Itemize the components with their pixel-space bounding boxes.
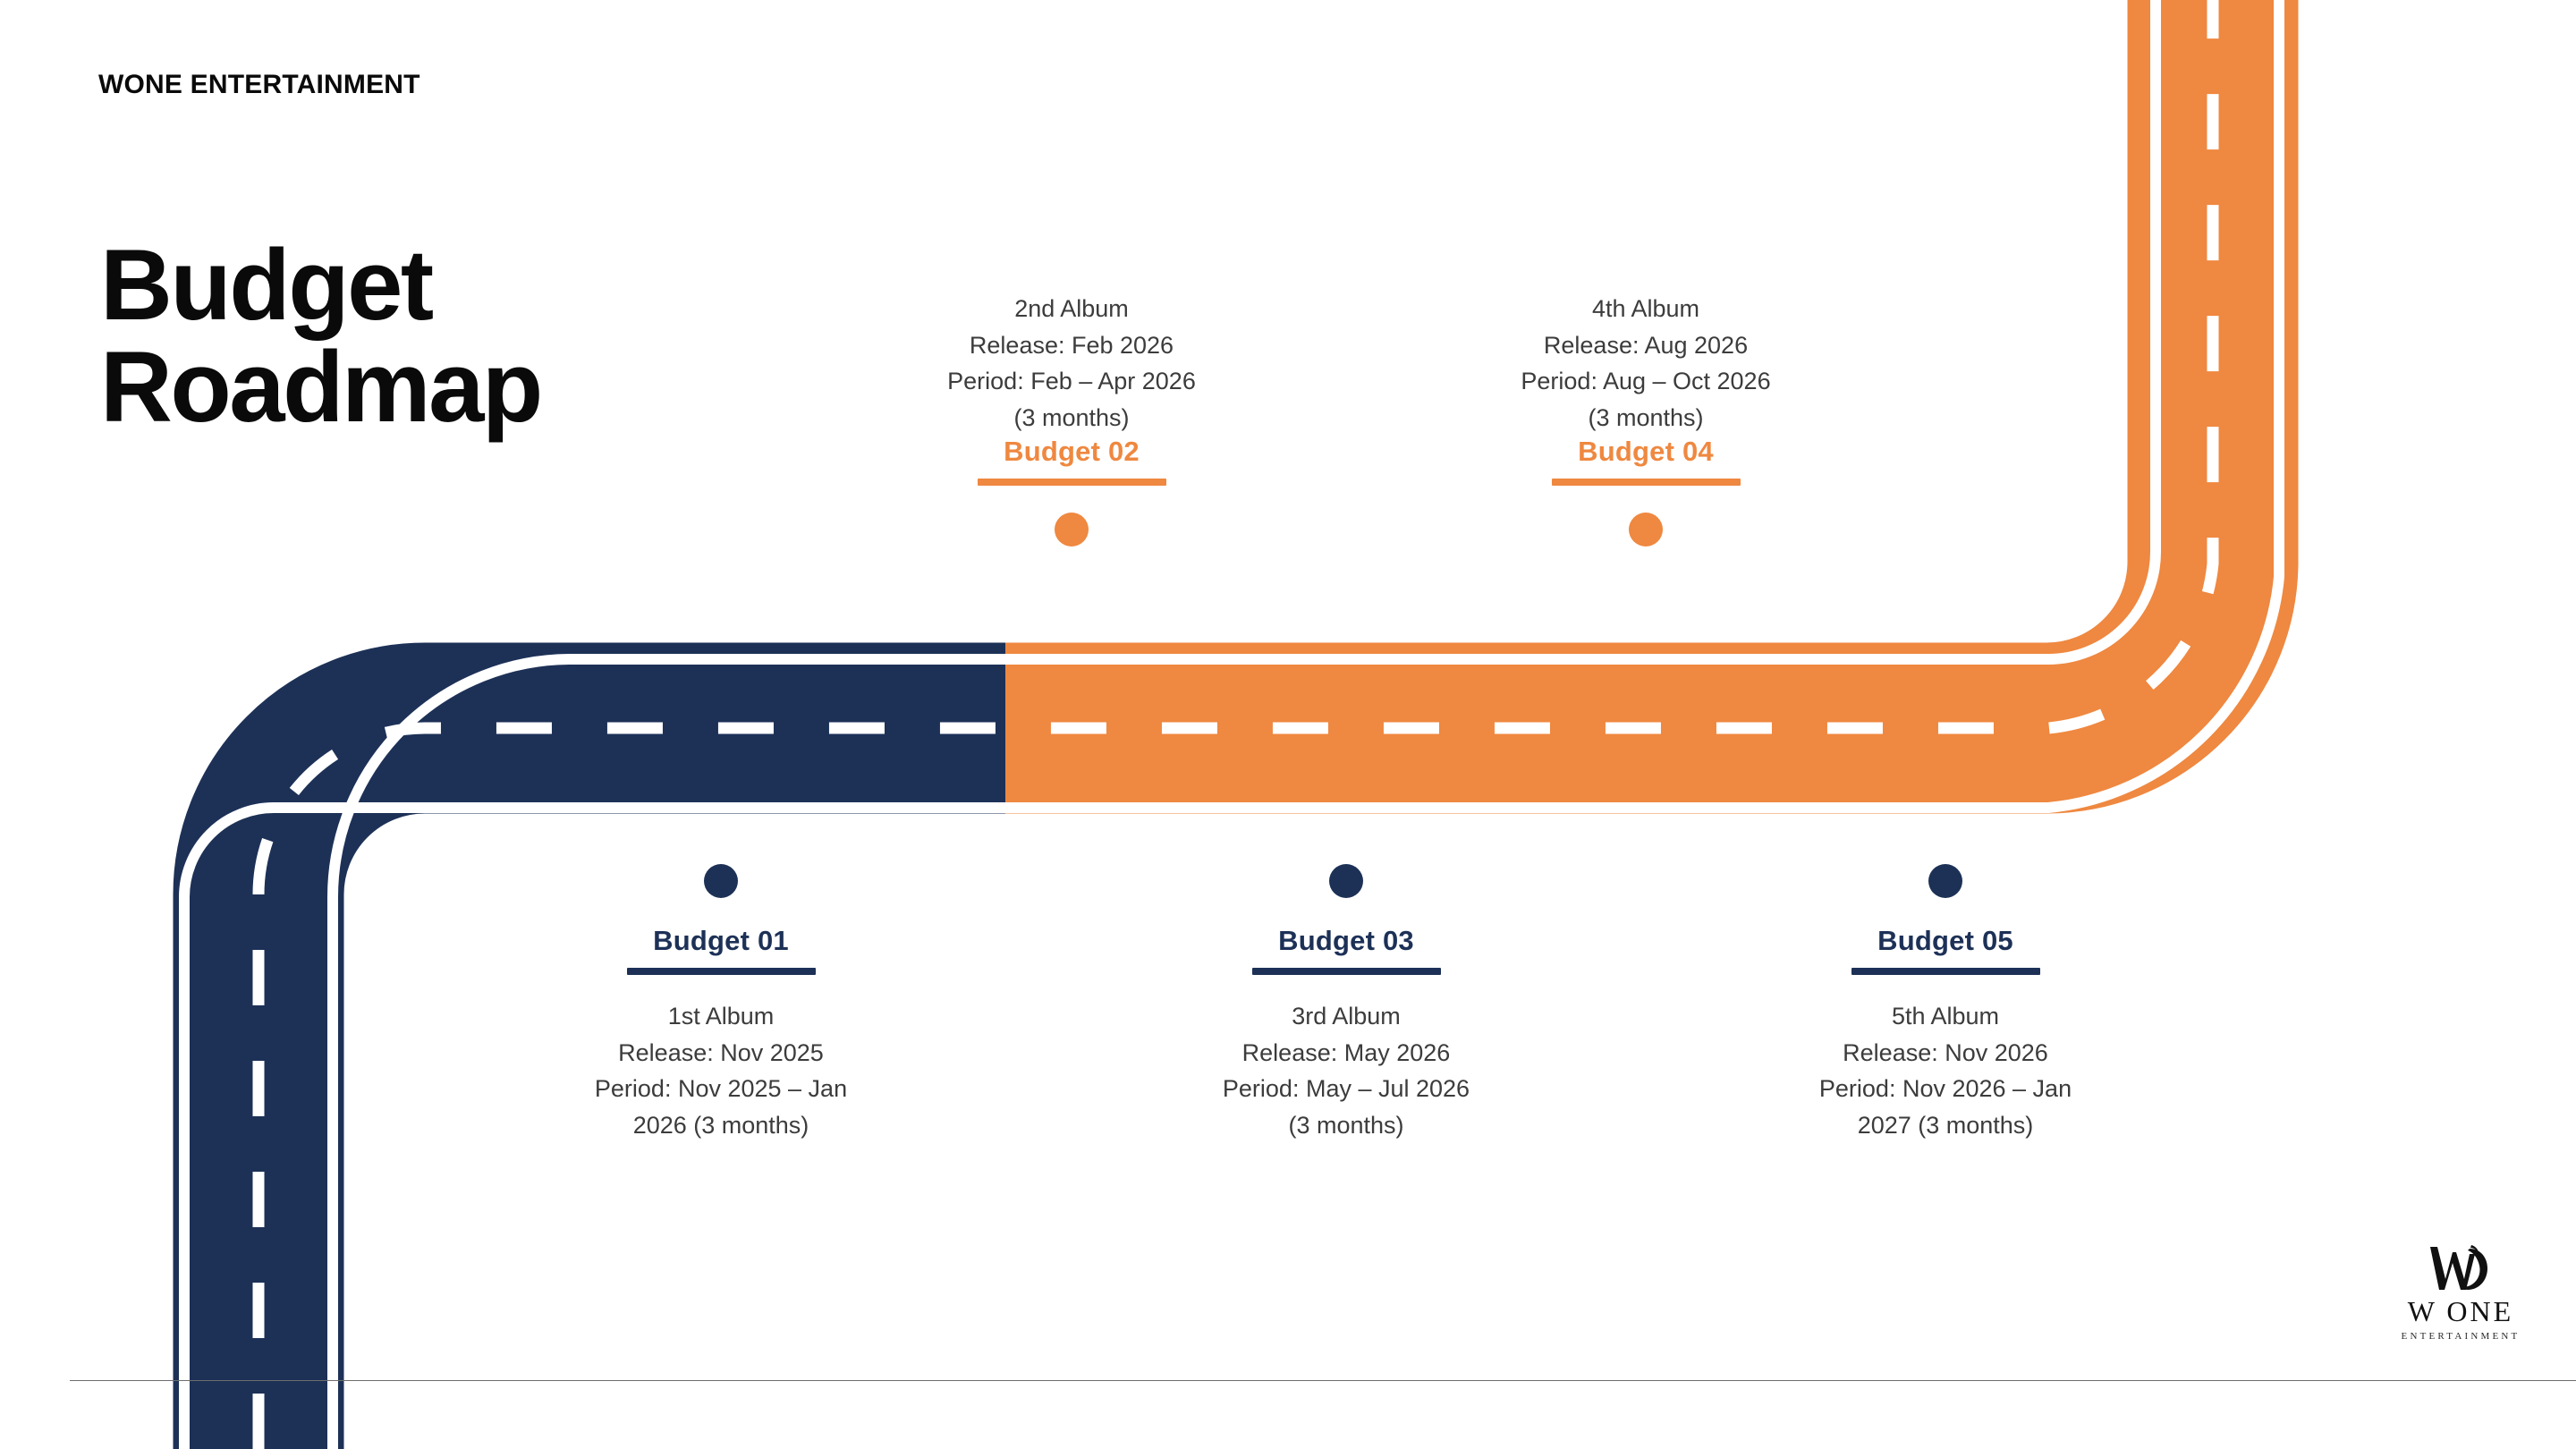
milestone-budget-03[interactable]: Budget 03 3rd Album Release: May 2026 Pe… (1167, 864, 1525, 1143)
logo-wordmark: W ONE (2407, 1295, 2514, 1327)
milestone-description: 5th Album Release: Nov 2026 Period: Nov … (1818, 1003, 2072, 1139)
logo-subtitle: ENTERTAINMENT (2401, 1331, 2521, 1342)
milestone-dot[interactable] (704, 864, 738, 898)
milestone-label: Budget 03 (1278, 925, 1414, 956)
milestone-label: Budget 04 (1578, 436, 1714, 467)
road-inner-line (327, 0, 2161, 1449)
road-center-dashes (252, 0, 2219, 1449)
milestone-underline (626, 968, 816, 975)
milestone-underline (1851, 968, 2040, 975)
milestone-dot[interactable] (1928, 864, 1962, 898)
milestone-label: Budget 01 (653, 925, 789, 956)
milestone-description: 2nd Album Release: Feb 2026 Period: Feb … (947, 295, 1196, 431)
milestone-budget-04[interactable]: 4th Album Release: Aug 2026 Period: Aug … (1467, 291, 1825, 547)
milestone-description: 3rd Album Release: May 2026 Period: May … (1222, 1003, 1470, 1139)
footer-divider (70, 1380, 2576, 1381)
milestone-description: 1st Album Release: Nov 2025 Period: Nov … (594, 1003, 848, 1139)
road-surface (173, 0, 2299, 1449)
milestone-dot[interactable] (1055, 513, 1089, 547)
road-outer-line (179, 0, 2284, 1449)
milestone-budget-02[interactable]: 2nd Album Release: Feb 2026 Period: Feb … (893, 291, 1250, 547)
milestone-budget-01[interactable]: Budget 01 1st Album Release: Nov 2025 Pe… (542, 864, 900, 1143)
milestone-dot[interactable] (1629, 513, 1663, 547)
milestone-underline (1551, 479, 1741, 486)
milestone-underline (1251, 968, 1441, 975)
w-monogram-icon (2430, 1245, 2487, 1290)
milestone-budget-05[interactable]: Budget 05 5th Album Release: Nov 2026 Pe… (1767, 864, 2124, 1143)
milestone-dot[interactable] (1329, 864, 1363, 898)
brand-name: WONE ENTERTAINMENT (98, 70, 420, 99)
milestone-description: 4th Album Release: Aug 2026 Period: Aug … (1521, 295, 1771, 431)
milestone-underline (977, 479, 1166, 486)
page-title: Budget Roadmap (100, 229, 543, 444)
milestone-label: Budget 02 (1004, 436, 1140, 467)
milestone-label: Budget 05 (1877, 925, 2013, 956)
footer-logo: W ONE ENTERTAINMENT (2358, 1243, 2563, 1342)
